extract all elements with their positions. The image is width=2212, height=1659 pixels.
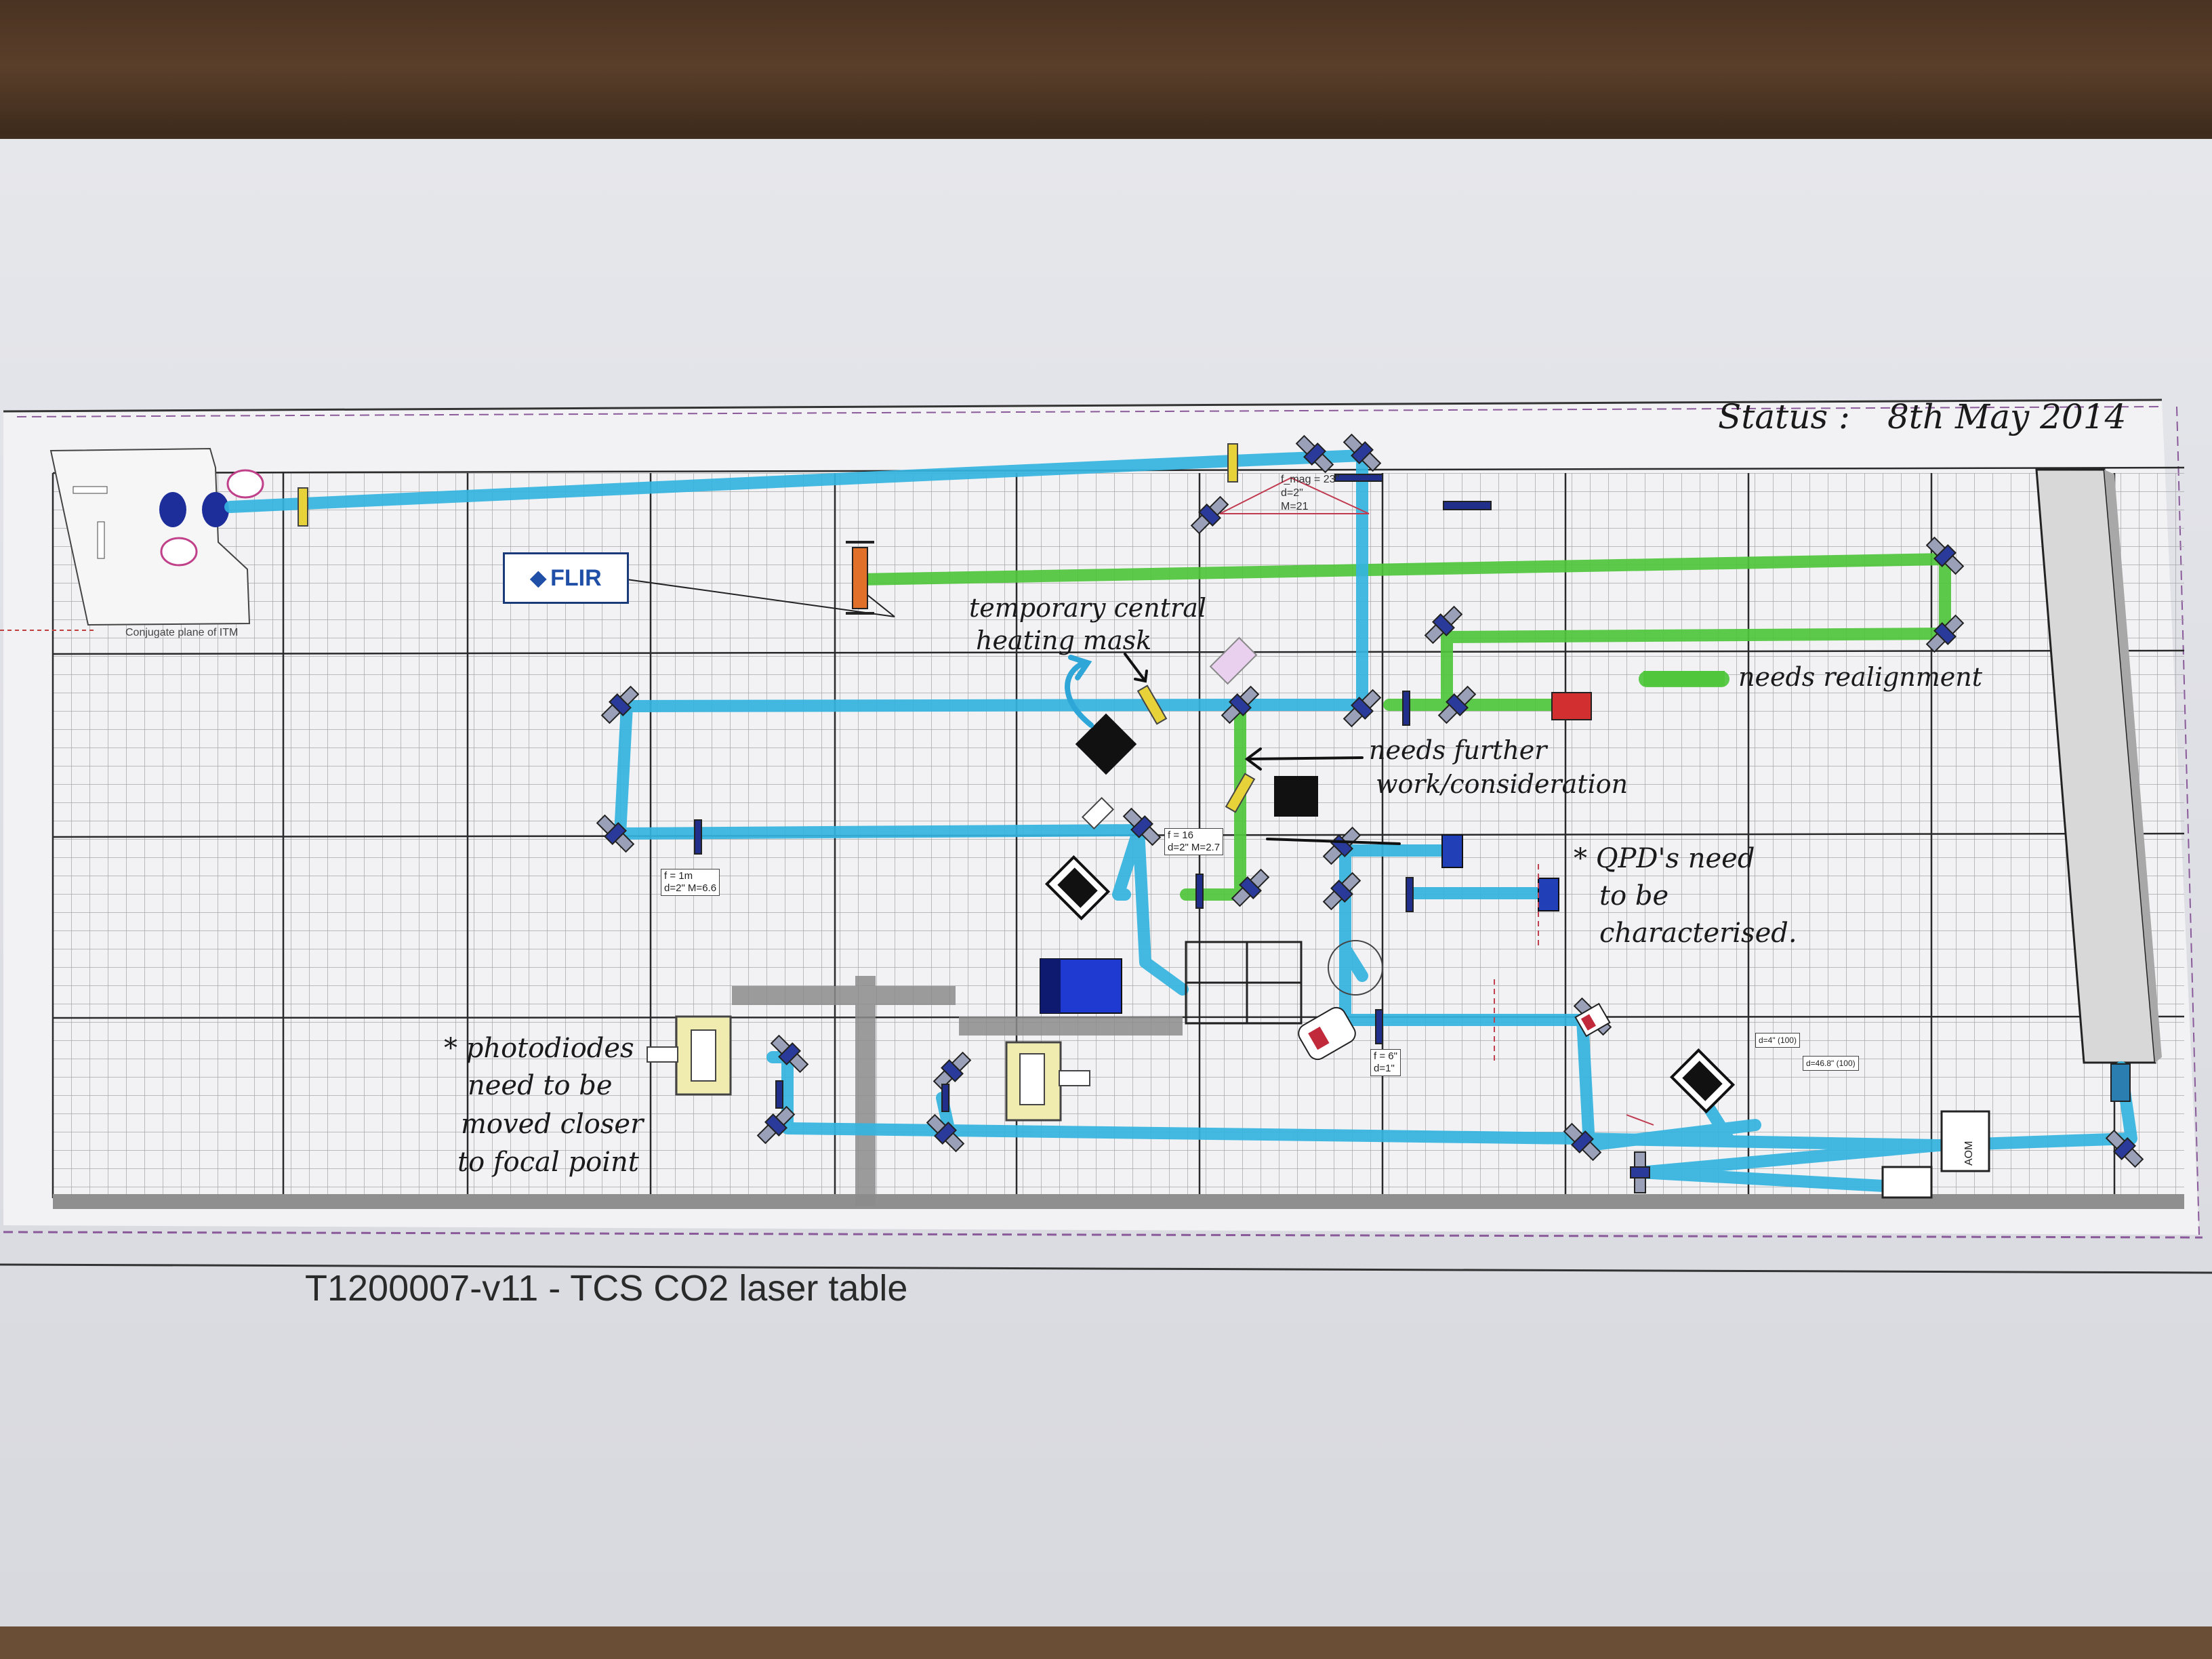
- status-label: Status :: [1718, 397, 1850, 436]
- camera-element: [1081, 636, 1258, 830]
- dist-label-2: d=46.8" (100): [1803, 1056, 1859, 1071]
- optic-boxes: [1185, 941, 1303, 1025]
- yellow-lenses: [298, 443, 1256, 813]
- note-pd-4: to focal point: [457, 1147, 640, 1178]
- flir-logo-text: FLIR: [550, 565, 602, 591]
- desk-edge: [0, 1626, 2212, 1659]
- lens-label-1: f = 1m d=2" M=6.6: [661, 869, 720, 896]
- note-qpd-2: to be: [1599, 880, 1668, 912]
- note-qpd-3: characterised.: [1599, 918, 1797, 949]
- note-pd-1: * photodiodes: [444, 1033, 634, 1064]
- mag-label: f_mag = 23" d=2" M=21: [1281, 473, 1339, 514]
- aom-label: AOM: [1963, 1141, 1975, 1166]
- breadboard-plate: [0, 447, 264, 631]
- lens-label-2: f = 16 d=2" M=2.7: [1164, 828, 1224, 855]
- blue-arrow: [1065, 655, 1094, 728]
- aom-box: [1881, 1063, 2131, 1199]
- rails: [732, 976, 1183, 1206]
- note-needs-further-2: work/consideration: [1376, 769, 1628, 799]
- annotation-lines: [1219, 476, 1654, 1126]
- note-temp-mask-2: heating mask: [976, 626, 1151, 655]
- dashed-markers: [1494, 864, 1539, 1061]
- note-pd-2: need to be: [468, 1070, 613, 1101]
- lens-label-2a: f = 16: [1168, 830, 1193, 841]
- lens-label-3a: f = 6": [1374, 1050, 1397, 1062]
- status-date: 8th May 2014: [1887, 397, 2126, 436]
- lens-label-3: f = 6" d=1": [1370, 1049, 1401, 1076]
- note-needs-further-1: needs further: [1369, 735, 1549, 765]
- note-pd-3: moved closer: [461, 1109, 645, 1140]
- handwritten-notes: temporary central heating mask needs rea…: [444, 397, 2126, 1178]
- lens-posts: [694, 474, 1492, 1112]
- document-caption: T1200007-v11 - TCS CO2 laser table: [305, 1268, 908, 1309]
- dist-label-1: d=4" (100): [1755, 1033, 1800, 1048]
- co2-laser: [1040, 958, 1122, 1014]
- detectors: [1441, 834, 1559, 912]
- mag-label-c: M=21: [1281, 501, 1309, 512]
- lens-label-2b: d=2" M=2.7: [1168, 842, 1221, 853]
- lens-label-1b: d=2" M=6.6: [664, 882, 717, 894]
- note-temp-mask-1: temporary central: [969, 593, 1206, 623]
- red-components: [846, 541, 1611, 1061]
- mag-label-a: f_mag = 23": [1281, 474, 1340, 485]
- flir-logo-icon: ⬥: [530, 565, 547, 591]
- conjugate-label: Conjugate plane of ITM: [125, 627, 238, 638]
- black-arrows: [1124, 653, 1401, 845]
- mag-label-b: d=2": [1281, 487, 1303, 499]
- mirror-mounts: [596, 433, 2144, 1193]
- lens-label-1a: f = 1m: [664, 870, 693, 882]
- beam-tube: [2035, 468, 2162, 1064]
- note-qpd-1: * QPD's need: [1574, 843, 1755, 874]
- flir-logo: ⬥ FLIR: [503, 552, 629, 604]
- legend-swatch-green: [1643, 671, 1725, 686]
- photodiode-mounts: [647, 1015, 1090, 1122]
- lens-label-3b: d=1": [1374, 1063, 1395, 1074]
- note-needs-realignment: needs realignment: [1738, 662, 1983, 692]
